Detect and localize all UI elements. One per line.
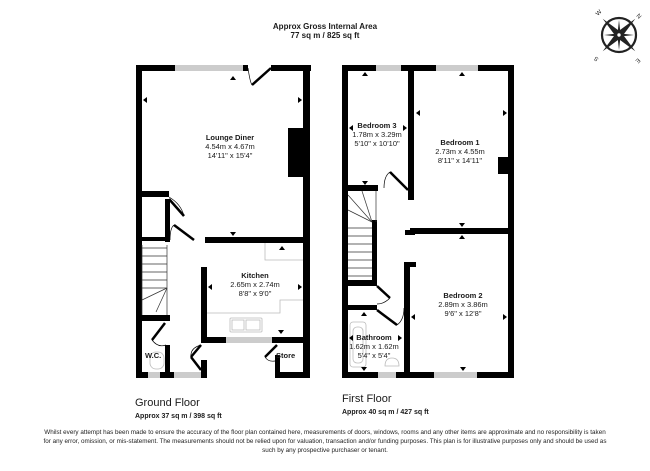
room-imperial: 5'4" x 5'4" (357, 351, 391, 360)
compass-e: E (634, 57, 641, 64)
gross-area-title: Approx Gross Internal Area (272, 22, 378, 31)
room-name: Kitchen (241, 271, 269, 280)
disclaimer-text: Whilst every attempt has been made to en… (43, 429, 607, 455)
room-name: Lounge Diner (205, 133, 255, 142)
ground-floor-windows (148, 65, 272, 378)
room-wc: W.C. (145, 351, 162, 360)
room-metric: 4.54m x 4.67m (205, 142, 255, 151)
room-imperial: 14'11" x 15'4" (207, 151, 253, 160)
room-kitchen: Kitchen 2.65m x 2.74m 8'8" x 9'0" (205, 271, 305, 298)
room-imperial: 5'10" x 10'10" (354, 139, 400, 148)
ground-floor-title: Ground Floor (135, 397, 200, 409)
compass-s: S (593, 55, 600, 62)
room-metric: 1.78m x 3.29m (352, 130, 402, 139)
first-floor-title: First Floor (342, 393, 392, 405)
room-name: Bathroom (356, 333, 392, 342)
first-floor-stairs (347, 190, 377, 277)
room-name: Bedroom 1 (440, 138, 480, 147)
room-name: Bedroom 2 (443, 291, 483, 300)
room-name: Bedroom 3 (357, 121, 397, 130)
kitchen-fixtures (149, 243, 303, 370)
room-metric: 2.89m x 3.86m (438, 300, 488, 309)
ground-floor-walls (136, 65, 311, 378)
ground-floor-dimension-markers (143, 76, 302, 334)
room-imperial: 8'11" x 14'11" (437, 156, 483, 165)
room-metric: 1.62m x 1.62m (349, 342, 399, 351)
room-bedroom-1: Bedroom 1 2.73m x 4.55m 8'11" x 14'11" (420, 138, 500, 165)
ground-floor-doors (151, 67, 278, 371)
compass-w: W (595, 9, 603, 17)
compass-rose-icon: N E S W (593, 9, 642, 64)
first-floor-windows (376, 65, 478, 378)
first-floor-dimension-markers (349, 72, 507, 371)
room-imperial: 9'6" x 12'8" (444, 309, 482, 318)
gross-area-value: 77 sq m / 825 sq ft (290, 31, 360, 40)
first-floor-area: Approx 40 sq m / 427 sq ft (342, 409, 429, 416)
room-metric: 2.73m x 4.55m (435, 147, 485, 156)
room-bedroom-3: Bedroom 3 1.78m x 3.29m 5'10" x 10'10" (345, 121, 409, 148)
first-floor-walls (342, 65, 514, 378)
room-store: Store (276, 351, 296, 360)
gross-area-header: Approx Gross Internal Area 77 sq m / 825… (0, 22, 650, 40)
compass-n: N (635, 13, 642, 20)
ground-floor-area: Approx 37 sq m / 398 sq ft (135, 413, 222, 420)
room-bedroom-2: Bedroom 2 2.89m x 3.86m 9'6" x 12'8" (418, 291, 508, 318)
ground-floor-stairs (141, 245, 168, 315)
room-lounge-diner: Lounge Diner 4.54m x 4.67m 14'11" x 15'4… (175, 133, 285, 160)
room-metric: 2.65m x 2.74m (230, 280, 280, 289)
first-floor-doors (376, 171, 409, 326)
bathroom-fixtures (349, 321, 400, 368)
room-bathroom: Bathroom 1.62m x 1.62m 5'4" x 5'4" (345, 333, 403, 360)
room-imperial: 8'8" x 9'0" (238, 289, 272, 298)
